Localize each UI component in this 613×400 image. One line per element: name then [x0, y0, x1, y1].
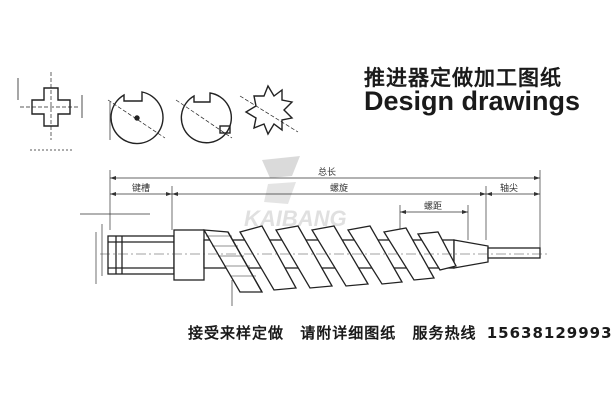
footer-attach-text: 请附详细图纸 [300, 324, 397, 342]
label-pitch: 螺距 [424, 201, 442, 212]
cross-section-single-key [107, 91, 166, 145]
label-shaft-tip: 轴尖 [500, 182, 518, 194]
label-key-slot: 键槽 [132, 182, 150, 194]
cross-section-cross-key [17, 72, 83, 151]
title-chinese: 推进器定做加工图纸 [364, 66, 562, 90]
cross-section-spline [239, 84, 299, 136]
cross-section-double-key [175, 92, 233, 144]
screw-flights [202, 225, 457, 293]
footer-contact: 接受来样定做 请附详细图纸 服务热线 15638129993 [188, 322, 613, 343]
title-english: Design drawings [364, 86, 581, 116]
footer-phone: 15638129993 [486, 324, 613, 342]
label-screw: 螺旋 [330, 182, 348, 194]
footer-hotline-label: 服务热线 [412, 324, 477, 342]
footer-custom-text: 接受来样定做 [188, 324, 285, 342]
design-drawing: KAIBANG 总长 键槽 螺旋 轴尖 螺距 [17, 72, 548, 306]
label-total: 总长 [318, 166, 336, 178]
dimension-lines [80, 170, 541, 306]
dimension-arrows [110, 176, 540, 214]
